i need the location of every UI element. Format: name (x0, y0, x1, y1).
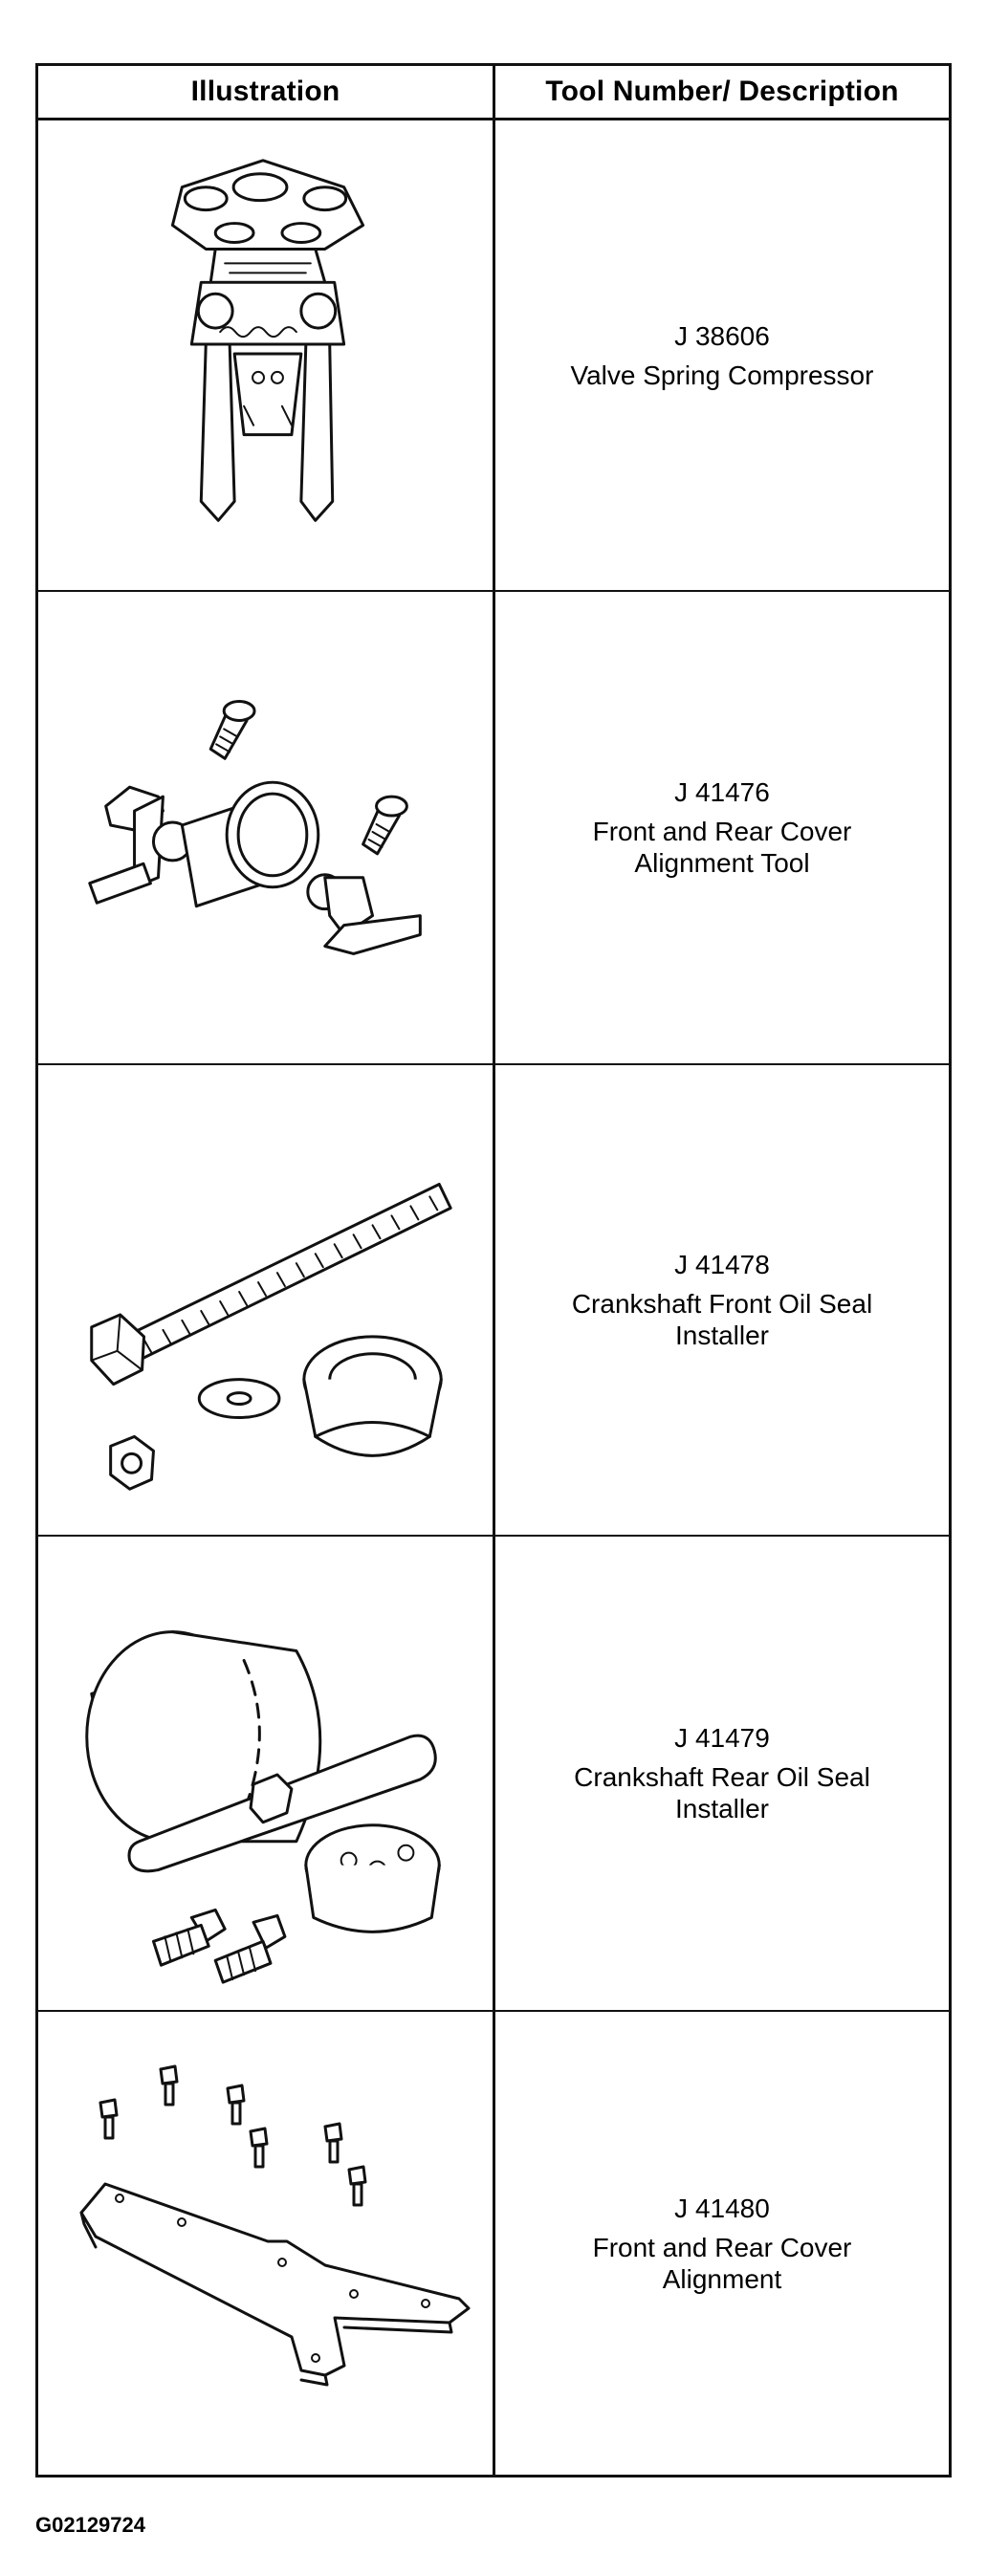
tool-info-cell: J 38606 Valve Spring Compressor (495, 120, 949, 590)
tool-description: Front and Rear Cover Alignment (592, 2232, 852, 2294)
table-row: J 41480 Front and Rear Cover Alignment (38, 2012, 949, 2475)
front-oil-seal-installer-illustration (90, 1182, 452, 1491)
tool-number: J 41478 (674, 1250, 770, 1279)
figure-code: G02129724 (35, 2513, 145, 2537)
illustration-cell (38, 1065, 495, 1535)
tool-number: J 38606 (674, 320, 770, 351)
cover-alignment-plate-illustration (79, 2064, 471, 2387)
illustration-cell (38, 120, 495, 590)
illustration-cell (38, 1537, 495, 2010)
header-illustration: Illustration (38, 66, 495, 120)
tool-description: Crankshaft Rear Oil Seal Installer (574, 1762, 870, 1823)
table-row: J 38606 Valve Spring Compressor (38, 120, 949, 592)
illustration-cell (38, 2012, 495, 2475)
tool-info-cell: J 41478 Crankshaft Front Oil Seal Instal… (495, 1065, 949, 1535)
illustration-cell (38, 592, 495, 1063)
rear-oil-seal-installer-illustration (85, 1630, 441, 1984)
tool-description: Valve Spring Compressor (570, 360, 874, 390)
tool-info-cell: J 41476 Front and Rear Cover Alignment T… (495, 592, 949, 1063)
valve-spring-compressor-illustration (170, 159, 365, 522)
table-row: J 41478 Crankshaft Front Oil Seal Instal… (38, 1065, 949, 1537)
tool-table: Illustration Tool Number/ Description (35, 63, 952, 2478)
tool-number: J 41476 (674, 777, 770, 807)
tool-number: J 41479 (674, 1723, 770, 1753)
table-row: J 41479 Crankshaft Rear Oil Seal Install… (38, 1537, 949, 2012)
tool-info-cell: J 41480 Front and Rear Cover Alignment (495, 2012, 949, 2475)
tool-description: Front and Rear Cover Alignment Tool (592, 817, 852, 878)
tool-description: Crankshaft Front Oil Seal Installer (571, 1289, 873, 1350)
header-tool-description: Tool Number/ Description (495, 66, 949, 120)
table-row: J 41476 Front and Rear Cover Alignment T… (38, 592, 949, 1065)
tool-number: J 41480 (674, 2193, 770, 2223)
cover-alignment-tool-illustration (88, 700, 422, 955)
bolt-group (99, 2064, 367, 2207)
tool-info-cell: J 41479 Crankshaft Rear Oil Seal Install… (495, 1537, 949, 2010)
